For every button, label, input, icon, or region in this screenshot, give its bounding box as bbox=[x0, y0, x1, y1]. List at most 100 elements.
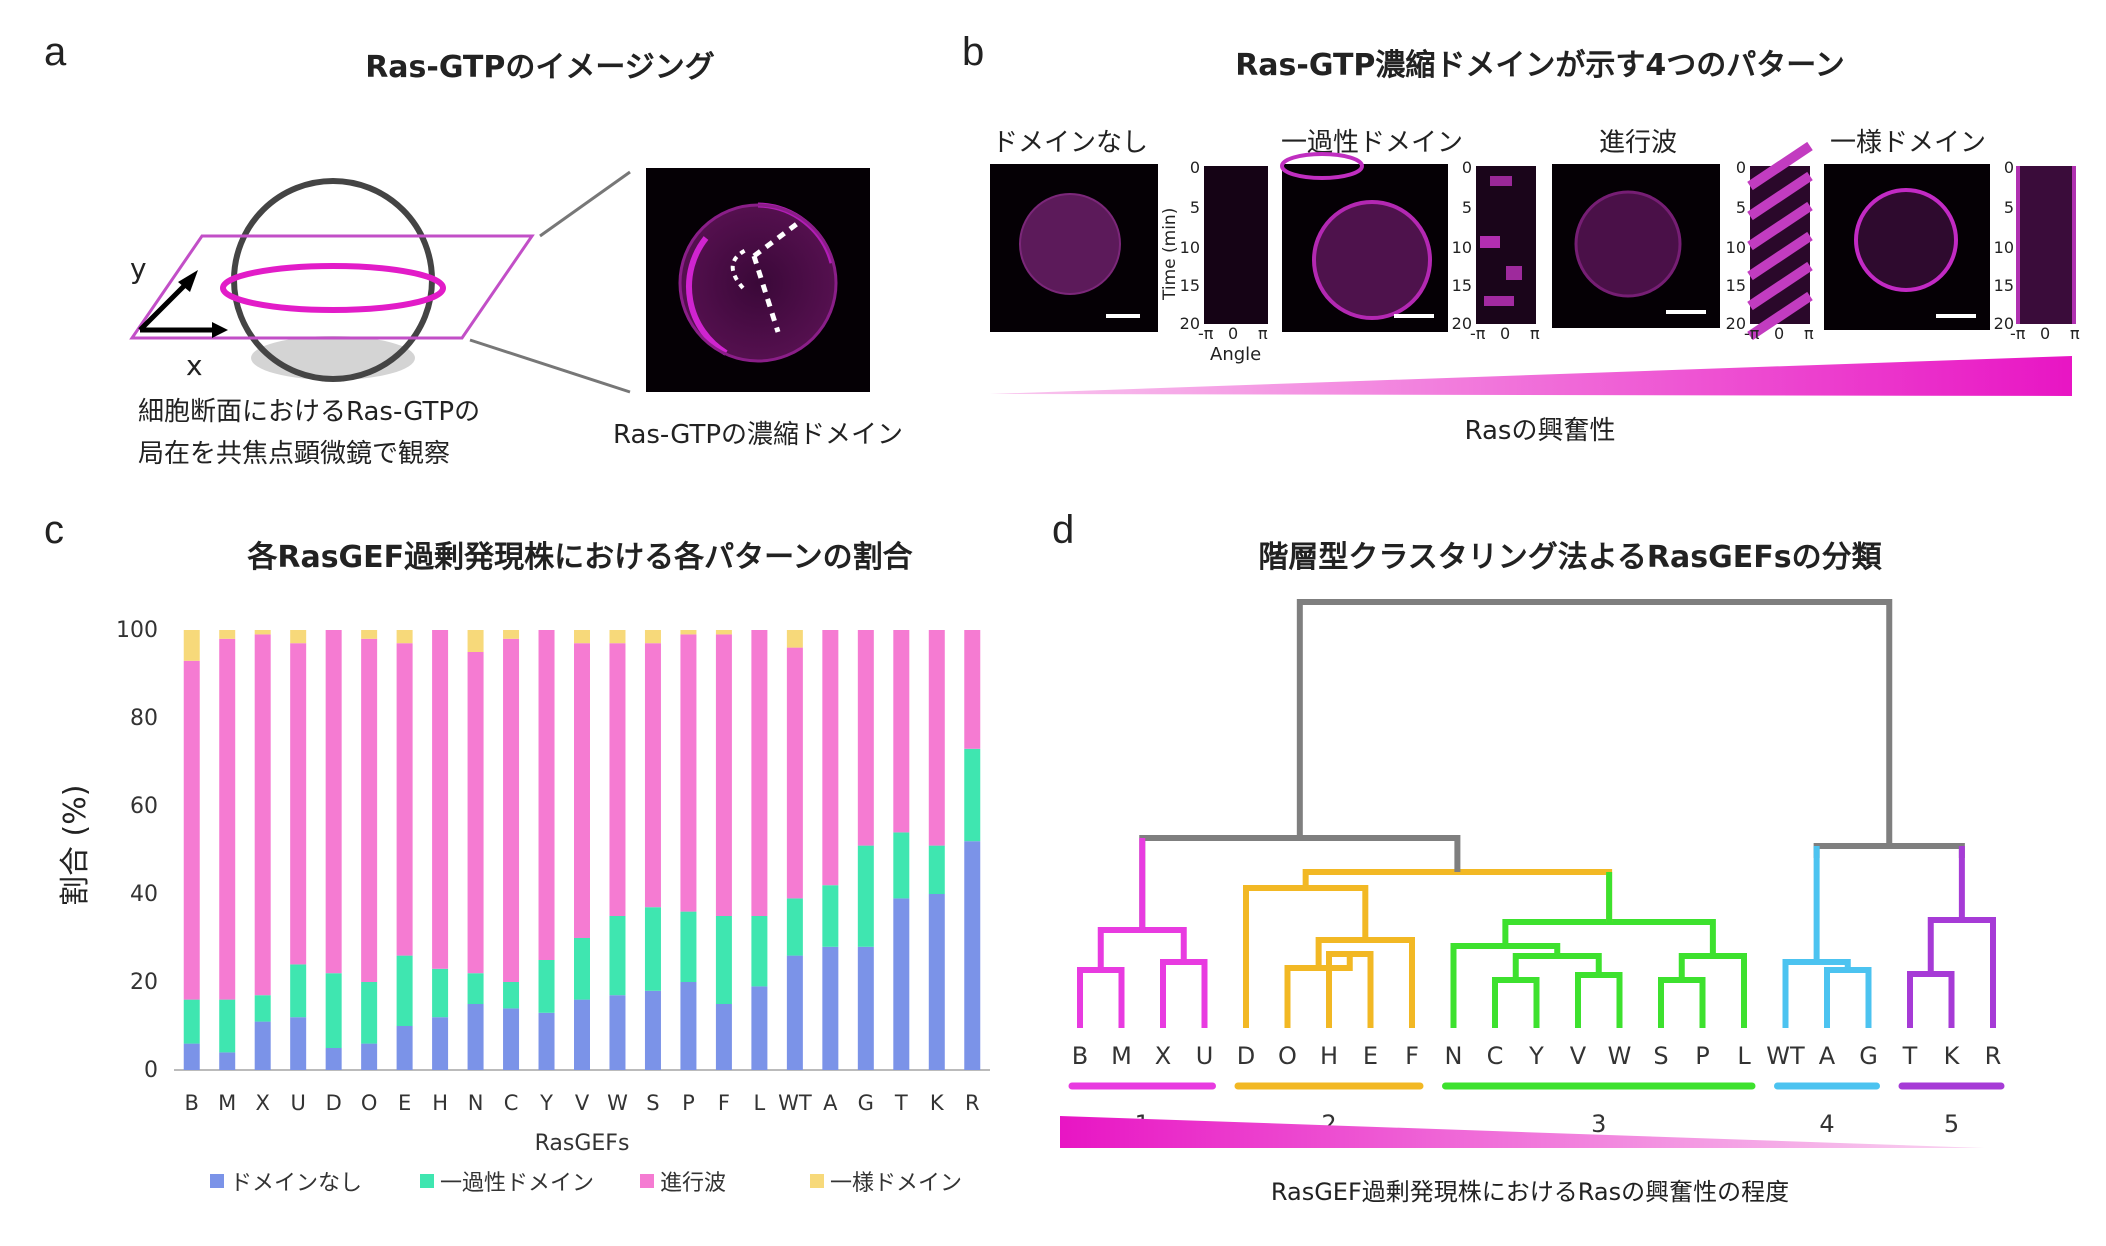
legend-label: 一過性ドメイン bbox=[440, 1171, 594, 1196]
kymograph-no-domain bbox=[1204, 166, 1268, 324]
bar-segment bbox=[715, 916, 732, 1004]
pattern-label-uniform-domain: 一様ドメイン bbox=[1829, 128, 1986, 158]
kymo4-y-ticks: 0 5 10 15 20 bbox=[1993, 158, 2014, 333]
x-tick-label: P bbox=[682, 1091, 695, 1115]
legend-label: ドメインなし bbox=[230, 1171, 362, 1196]
bar-segment bbox=[467, 973, 484, 1004]
dendrogram-branch bbox=[1575, 972, 1623, 1028]
kymo2-x-ticks: -π 0 π bbox=[1470, 324, 1540, 343]
image-uniform-domain bbox=[1824, 164, 1990, 330]
bar-segment bbox=[680, 982, 697, 1070]
leaf-label: F bbox=[1405, 1042, 1419, 1070]
bar-segment bbox=[361, 982, 378, 1044]
bar-segment bbox=[538, 1012, 555, 1070]
cluster-label: 4 bbox=[1819, 1110, 1834, 1138]
leaf-label: C bbox=[1487, 1042, 1504, 1070]
bar-segment bbox=[361, 630, 378, 639]
y-tick-label: 20 bbox=[130, 970, 158, 995]
bar-segment bbox=[964, 748, 981, 842]
x-tick-label: W bbox=[607, 1091, 628, 1115]
x-axis-title: RasGEFs bbox=[535, 1131, 630, 1156]
x-tick-label: C bbox=[504, 1091, 519, 1115]
bar-segment bbox=[503, 630, 520, 639]
bar-segment bbox=[396, 630, 413, 644]
legend-swatch bbox=[210, 1174, 224, 1188]
bar-segment bbox=[893, 898, 910, 1070]
kymo3-y-ticks: 0 5 10 15 20 bbox=[1725, 158, 1746, 333]
bar-segment bbox=[183, 630, 200, 661]
panel-d-title: 階層型クラスタリング法よるRasGEFsの分類 bbox=[1258, 540, 1882, 575]
dendrogram-branch bbox=[1492, 977, 1540, 1028]
dendrogram-branch bbox=[1824, 967, 1872, 1028]
leaf-label: T bbox=[1902, 1042, 1918, 1070]
bar-segment bbox=[503, 982, 520, 1009]
ras-excitability-label: Rasの興奮性 bbox=[1464, 416, 1616, 446]
image-no-domain bbox=[990, 164, 1158, 332]
bar-segment bbox=[361, 1043, 378, 1070]
leaf-label: M bbox=[1111, 1042, 1132, 1070]
bar-segment bbox=[183, 660, 200, 1000]
bar-segment bbox=[290, 964, 307, 1018]
bar-segment bbox=[964, 630, 981, 749]
dendrogram-branch bbox=[1296, 599, 1893, 846]
kymo1-y-ticks: 0 5 10 15 20 bbox=[1179, 158, 1200, 333]
legend-swatch bbox=[640, 1174, 654, 1188]
dendrogram-branch bbox=[1502, 919, 1716, 956]
bar-segment bbox=[503, 638, 520, 982]
leaf-label: H bbox=[1320, 1042, 1338, 1070]
dendrogram-branch bbox=[1139, 835, 1461, 930]
cluster-label: 3 bbox=[1591, 1110, 1606, 1138]
bar-segment bbox=[574, 643, 590, 938]
bar-segment bbox=[928, 894, 945, 1070]
leaf-label: A bbox=[1819, 1042, 1836, 1070]
kymo4-x-ticks: -π 0 π bbox=[2010, 324, 2080, 343]
dendrogram-branch bbox=[1160, 959, 1208, 1028]
kymo2-y-ticks: 0 5 10 15 20 bbox=[1451, 158, 1472, 333]
bar-segment bbox=[857, 630, 874, 846]
leaf-label: B bbox=[1072, 1042, 1088, 1070]
axis-y-label: y bbox=[130, 252, 147, 285]
bar-segment bbox=[467, 1004, 484, 1070]
bar-segment bbox=[644, 907, 661, 991]
bar-segment bbox=[396, 955, 413, 1026]
bar-segment bbox=[254, 634, 271, 996]
bar-segment bbox=[396, 643, 413, 956]
bar-segment bbox=[680, 634, 697, 912]
x-tick-label: X bbox=[256, 1091, 270, 1115]
panel-b-title: Ras-GTP濃縮ドメインが示す4つのパターン bbox=[1235, 48, 1845, 83]
bar-segment bbox=[928, 845, 945, 894]
image-transient-domain bbox=[1280, 152, 1448, 332]
bar-segment bbox=[715, 634, 732, 916]
x-tick-label: D bbox=[326, 1091, 342, 1115]
bar-segment bbox=[751, 630, 768, 916]
bar-segment bbox=[396, 1026, 413, 1070]
x-tick-label: E bbox=[398, 1091, 411, 1115]
bar-segment bbox=[290, 630, 307, 644]
leaf-label: D bbox=[1237, 1042, 1255, 1070]
x-tick-label: H bbox=[432, 1091, 448, 1115]
x-tick-label: F bbox=[718, 1091, 730, 1115]
bar-segment bbox=[325, 1048, 342, 1070]
bar-segment bbox=[254, 630, 271, 635]
bar-segment bbox=[893, 630, 910, 833]
bar-segment bbox=[219, 630, 236, 639]
x-tick-label: S bbox=[646, 1091, 659, 1115]
leaf-label: W bbox=[1608, 1042, 1632, 1070]
x-tick-label: WT bbox=[778, 1091, 812, 1115]
panel-d-letter: d bbox=[1052, 508, 1075, 552]
y-tick-label: 0 bbox=[144, 1058, 158, 1083]
bar-segment bbox=[609, 643, 626, 916]
bar-segment bbox=[325, 630, 342, 974]
x-tick-label: L bbox=[754, 1091, 766, 1115]
membrane-cross-section bbox=[220, 263, 446, 313]
bar-segment bbox=[361, 638, 378, 982]
leaf-label: U bbox=[1196, 1042, 1214, 1070]
bar-segment bbox=[432, 968, 449, 1018]
x-tick-label: Y bbox=[539, 1091, 553, 1115]
leaf-label: E bbox=[1363, 1042, 1378, 1070]
bar-segment bbox=[644, 630, 661, 644]
legend-swatch bbox=[420, 1174, 434, 1188]
bar-segment bbox=[644, 643, 661, 908]
leaf-label: WT bbox=[1766, 1042, 1805, 1070]
